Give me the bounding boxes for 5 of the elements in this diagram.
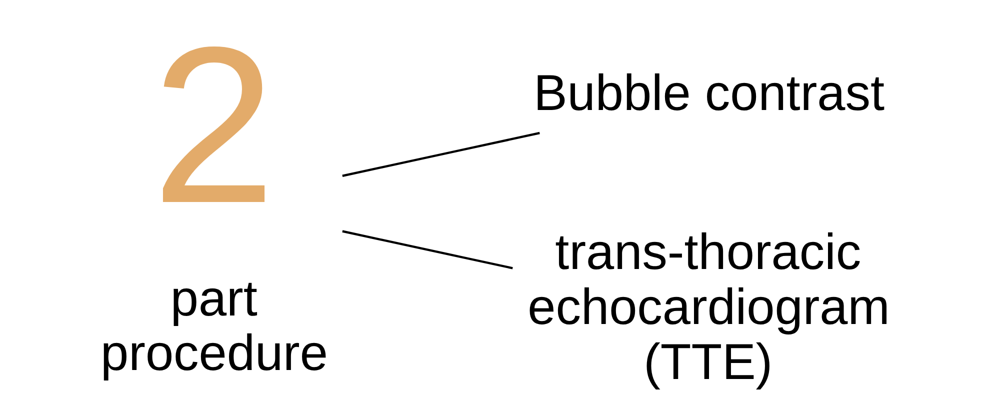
node-text: 2 part procedure [100, 1, 328, 382]
connector [342, 132, 540, 177]
node-text: Bubble contrast [534, 64, 885, 122]
connector [342, 230, 513, 270]
node-text: trans-thoracic echocardiogram (TTE) [528, 223, 890, 390]
